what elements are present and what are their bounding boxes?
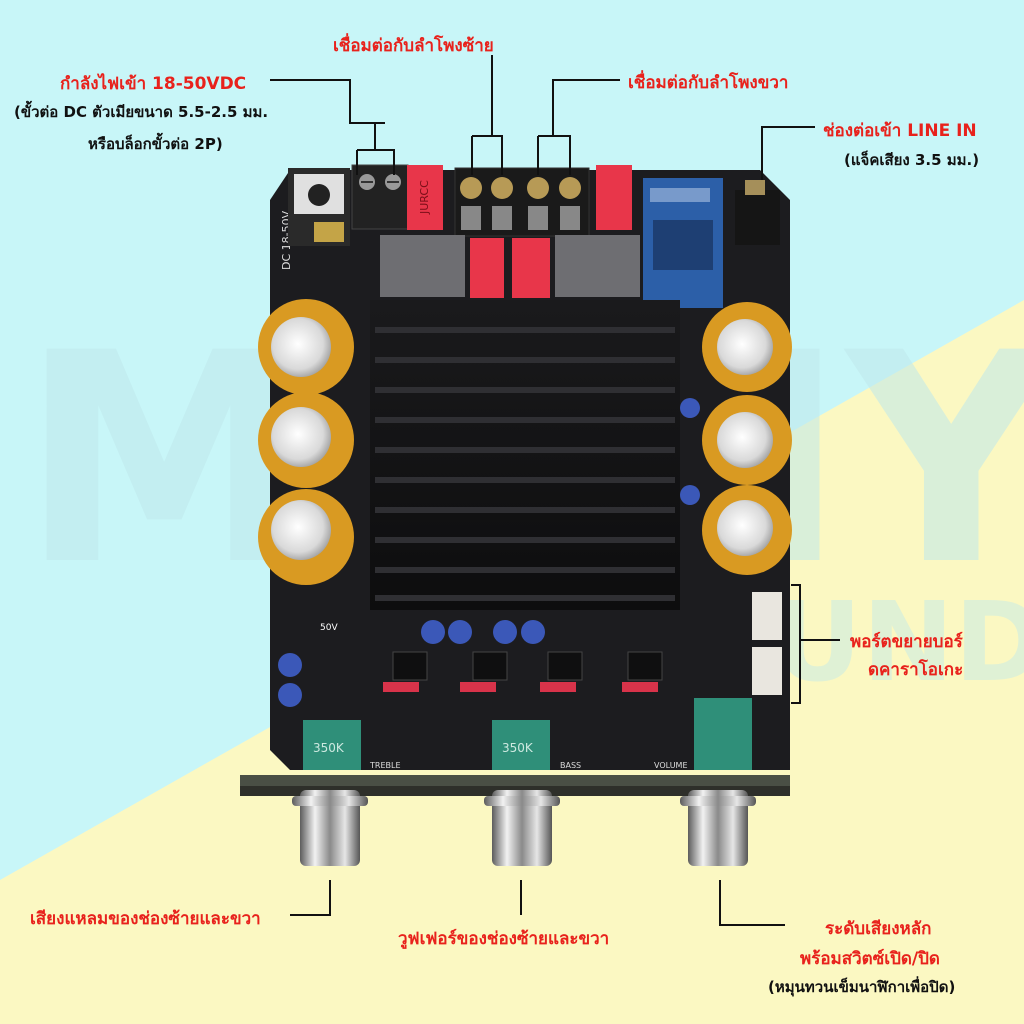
line-in-title: ช่องต่อเข้า LINE IN: [823, 121, 977, 141]
capacitor-rating: 50V: [320, 623, 338, 633]
karaoke-title-1: พอร์ตขยายบอร์: [850, 632, 963, 652]
power-input-detail-2: หรือบล็อกขั้วต่อ 2P): [88, 135, 223, 153]
bluetooth-module: [643, 178, 723, 308]
silk-volume: VOLUME: [654, 761, 688, 770]
knob-treble: [292, 790, 368, 866]
heatsink: [370, 300, 680, 610]
power-input-title: กำลังไฟเข้า 18-50VDC: [60, 74, 247, 94]
knob-volume: [680, 790, 756, 866]
knob-bass: [484, 790, 560, 866]
dc-jack: [288, 168, 350, 246]
left-speaker-title: เชื่อมต่อกับลำโพงซ้าย: [333, 36, 494, 56]
volume-title-1: ระดับเสียงหลัก: [825, 919, 932, 939]
relay-label: JURCC: [418, 180, 431, 215]
annotation-lines: [270, 55, 840, 926]
potentiometers: [303, 698, 752, 770]
volume-title-2: พร้อมสวิตซ์เปิด/ปิด: [800, 949, 940, 969]
ic-chips: [392, 651, 663, 681]
amplifier-board: DC 18-50V JURC: [258, 164, 792, 770]
smd-red-parts: [383, 682, 658, 692]
pot-value-bass: 350K: [502, 741, 534, 755]
treble-title: เสียงแหลมของช่องซ้ายและขวา: [30, 909, 261, 929]
karaoke-connectors: [752, 592, 782, 695]
right-speaker-title: เชื่อมต่อกับลำโพงขวา: [628, 73, 789, 93]
capacitors-left: [258, 299, 354, 585]
capacitors-right: [702, 302, 792, 575]
karaoke-title-2: ดคาราโอเกะ: [868, 660, 964, 680]
line-in-detail: (แจ็คเสียง 3.5 มม.): [844, 151, 980, 169]
line-in-jack: [735, 180, 780, 245]
volume-detail: (หมุนทวนเข็มนาฬิกาเพื่อปิด): [768, 978, 956, 996]
silk-bass: BASS: [560, 761, 581, 770]
power-terminal-block: [351, 164, 409, 230]
silk-treble: TREBLE: [369, 761, 401, 770]
woofer-title: วูฟเฟอร์ของช่องซ้ายและขวา: [398, 929, 610, 949]
red-terminal-modules: [407, 165, 632, 298]
small-capacitors: [278, 398, 700, 707]
pot-value-treble: 350K: [313, 741, 345, 755]
power-input-detail-1: (ขั้วต่อ DC ตัวเมียขนาด 5.5-2.5 มม.: [14, 103, 269, 121]
speaker-terminal-block: [454, 167, 590, 237]
inductors: [380, 235, 640, 297]
